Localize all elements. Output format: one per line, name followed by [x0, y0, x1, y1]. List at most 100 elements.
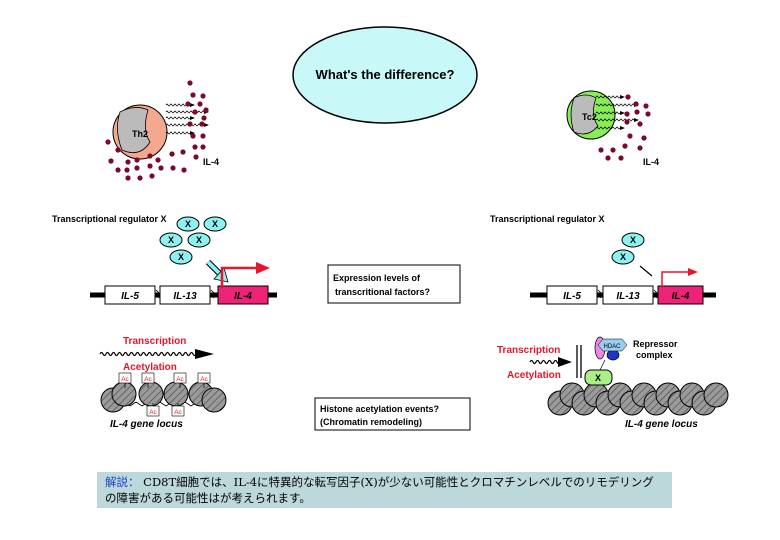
il4-dots — [598, 94, 651, 161]
repressor-complex: HDAC Repressor complex — [594, 336, 678, 371]
x-factor: X — [176, 216, 200, 232]
il4-dot — [610, 147, 616, 153]
il4-dot — [190, 92, 196, 98]
il4-dot — [203, 107, 209, 113]
il4-dot — [187, 80, 193, 86]
x-label: X — [620, 252, 626, 262]
il4-dot — [125, 175, 131, 181]
il4-dot — [199, 121, 205, 127]
wave — [595, 95, 621, 99]
x-factor: X — [169, 249, 193, 265]
histone-question-box: Histone acetylation events? (Chromatin r… — [314, 397, 471, 431]
break-mark — [653, 289, 658, 299]
il4-dot — [634, 109, 640, 115]
gene-cluster-right: IL-5 IL-13 IL-4 — [530, 285, 716, 305]
arrowhead — [204, 123, 209, 127]
locus-label-left: IL-4 gene locus — [110, 419, 183, 430]
wave — [595, 103, 637, 107]
il4-label-left: IL-4 — [203, 157, 219, 167]
acetyl-tag: Ac — [197, 372, 211, 388]
ac-label: Ac — [144, 376, 152, 383]
transcript-wave — [529, 359, 561, 365]
il4-dot — [618, 155, 624, 161]
il4-dot — [137, 175, 143, 181]
x-factor-bound: X — [584, 369, 613, 386]
x-label: X — [178, 252, 184, 262]
wave — [165, 131, 191, 135]
gene-box — [546, 285, 598, 305]
break-mark — [210, 289, 215, 299]
x-factor: X — [621, 232, 645, 248]
regulator-label-right: Transcriptional regulator X — [490, 214, 605, 224]
il4-dot — [192, 144, 198, 150]
caption-box: 解説： CD8T細胞では、IL-4に特異的な転写因子(X)が少ない可能性とクロマ… — [97, 472, 672, 508]
acetyl-tag: Ac — [118, 372, 132, 388]
x-factors-right: XX — [611, 232, 645, 265]
gene-label: IL-5 — [563, 291, 581, 302]
il4-dot — [147, 153, 153, 159]
arrowhead — [190, 116, 195, 120]
gene-label: IL-5 — [121, 291, 139, 302]
nucleosome — [138, 381, 164, 407]
il4-dot — [115, 167, 121, 173]
break-mark — [155, 289, 160, 299]
il4-dot — [598, 147, 604, 153]
il4-dot — [134, 157, 140, 163]
x-label: X — [630, 235, 636, 245]
transcription-label-right: Transcription — [497, 345, 560, 356]
il4-dot — [200, 93, 206, 99]
x-label: X — [168, 235, 174, 245]
nucleosome — [703, 382, 729, 408]
th2-label: Th2 — [132, 129, 148, 139]
svg-text:transcritional factors?: transcritional factors? — [335, 287, 430, 297]
il4-dot — [637, 145, 643, 151]
transcript-arrowhead — [195, 349, 214, 359]
il4-dot — [158, 165, 164, 171]
il4-dot — [633, 101, 639, 107]
gene-label: IL-13 — [173, 291, 197, 302]
th2-cell: Th2 — [112, 104, 168, 160]
il4-dot — [125, 159, 131, 165]
il4-dot — [192, 109, 198, 115]
nucleosome — [111, 381, 137, 407]
gene-box — [602, 285, 654, 305]
il4-dot — [124, 167, 130, 173]
svg-text:(Chromatin remodeling): (Chromatin remodeling) — [320, 417, 422, 427]
il4-dot — [149, 173, 155, 179]
il4-dot — [187, 121, 193, 127]
il4-dot — [170, 165, 176, 171]
il4-dot — [643, 103, 649, 109]
il4-dot — [624, 119, 630, 125]
il4-dot — [197, 101, 203, 107]
arrowhead — [620, 126, 625, 130]
gene-box — [217, 285, 269, 305]
svg-text:Expression levels of: Expression levels of — [333, 273, 421, 283]
il4-dot — [190, 133, 196, 139]
wave — [165, 110, 207, 114]
expression-question-box: Expression levels of transcritional fact… — [327, 264, 461, 304]
arrowhead — [620, 111, 625, 115]
il4-dot — [622, 143, 628, 149]
gene-label: IL-4 — [672, 291, 690, 302]
il4-dot — [115, 147, 121, 153]
il4-dots — [105, 80, 209, 181]
caption-text: CD8T細胞では、IL-4に特異的な転写因子(X)が少ない可能性とクロマチンレベ… — [105, 475, 654, 505]
hdac-label: HDAC — [603, 344, 621, 350]
title-bubble: What's the difference? — [292, 26, 478, 124]
il4-dot — [185, 101, 191, 107]
gene-box — [159, 285, 211, 305]
x-factor: X — [611, 249, 635, 265]
il4-dot — [627, 133, 633, 139]
transcript-wave — [99, 351, 197, 357]
svg-text:Histone acetylation events?: Histone acetylation events? — [320, 404, 439, 414]
x-factor: X — [187, 232, 211, 248]
title: What's the difference? — [316, 67, 455, 82]
x-label: X — [196, 235, 202, 245]
gene-label: IL-13 — [616, 291, 640, 302]
wave — [595, 118, 637, 122]
caption-key: 解説： — [105, 475, 140, 489]
